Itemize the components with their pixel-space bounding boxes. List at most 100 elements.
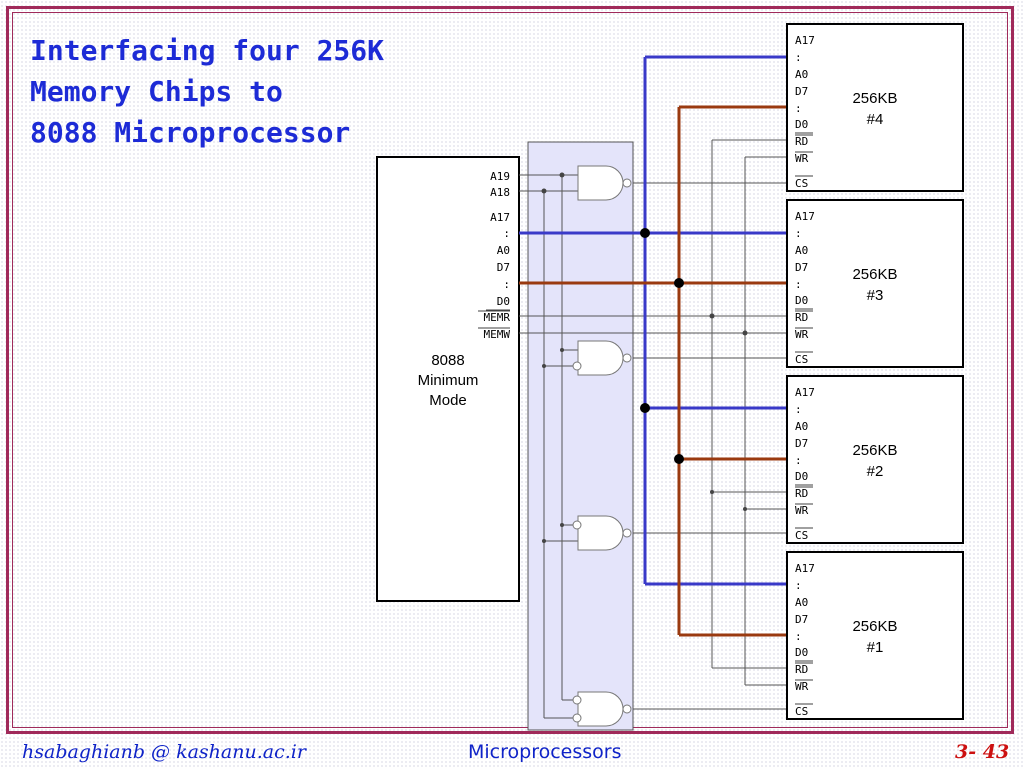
nand-gate-2-input-inverter [572, 520, 582, 530]
chip-3-pin-colon-1: : [795, 227, 802, 240]
junction-data-main [674, 278, 684, 288]
chip-4-pin-a0: A0 [795, 68, 808, 81]
cpu-label-line-2: Minimum [418, 372, 479, 389]
junction-data-2 [674, 454, 684, 464]
chip-4-pin-d0: D0 [795, 118, 808, 131]
chip-2-label-number: #2 [867, 463, 884, 480]
chip-3-pin-a0: A0 [795, 244, 808, 257]
chip-3-label-number: #3 [867, 287, 884, 304]
footer-author: hsabaghianb @ kashanu.ac.ir [22, 741, 306, 763]
chip-2-pin-colon-2: : [795, 454, 802, 467]
chip-4-pin-rd: RD [795, 135, 808, 148]
junction-a19-g3 [560, 348, 564, 352]
junction-memr [709, 313, 715, 319]
chip-1-pin-colon-1: : [795, 579, 802, 592]
chip-3-pin-rd: RD [795, 311, 808, 324]
cpu-label-line-1: 8088 [431, 352, 464, 369]
junction-a18-g2 [542, 539, 546, 543]
junction-address-2 [640, 403, 650, 413]
chip-4-pin-colon-2: : [795, 102, 802, 115]
chip-1-pin-a0: A0 [795, 596, 808, 609]
chip-3-label-size: 256KB [852, 266, 897, 283]
footer-page-number: 3- 43 [955, 741, 1010, 763]
cpu-pin-a19: A19 [490, 170, 510, 183]
title-line-1: Interfacing four 256K [30, 34, 385, 67]
nand-gate-1 [577, 691, 624, 727]
data-bus [519, 105, 790, 637]
bus-junctions [640, 228, 684, 464]
cpu-pin-colon-2: : [503, 278, 510, 291]
memory-chip-2: A17 : A0 D7 : D0 RD WR CS 256KB #2 [786, 375, 964, 544]
chip-1-pin-cs: CS [795, 705, 808, 718]
junction-memw [742, 330, 748, 336]
chip-1-pin-colon-2: : [795, 630, 802, 643]
cpu-box [376, 156, 520, 602]
chip-4-pin-colon-1: : [795, 51, 802, 64]
chip-4-pin-cs: CS [795, 177, 808, 190]
chip-2-pin-a17: A17 [795, 386, 815, 399]
chip-2-pin-d7: D7 [795, 437, 808, 450]
junction-wr-2 [743, 507, 747, 511]
inner-border [12, 12, 1008, 728]
junction-a18-g3 [542, 364, 546, 368]
chip-4-label-number: #4 [867, 111, 884, 128]
nand-gate-4 [577, 165, 624, 201]
chip-3-pin-colon-2: : [795, 278, 802, 291]
nand-gate-1-bubble [622, 704, 632, 714]
cpu-pin-memw: MEMW [484, 328, 511, 341]
chip-2-pin-wr: WR [795, 504, 809, 517]
chip-4-pin-a17: A17 [795, 34, 815, 47]
chip-2-pin-d0: D0 [795, 470, 808, 483]
nand-gate-3-bubble [622, 353, 632, 363]
circuit-diagram: A19 A18 A17 : A0 D7 : D0 MEMR MEMW 8088 … [376, 23, 964, 731]
cpu-pin-d7: D7 [497, 261, 510, 274]
cpu-pin-a0: A0 [497, 244, 510, 257]
chip-1-label-size: 256KB [852, 618, 897, 635]
cpu-block: A19 A18 A17 : A0 D7 : D0 MEMR MEMW 8088 … [376, 156, 520, 602]
chip-1-pin-d7: D7 [795, 613, 808, 626]
title-line-3: 8088 Microprocessor [30, 116, 351, 149]
chip-4-label-size: 256KB [852, 90, 897, 107]
control-wires [519, 139, 790, 719]
nand-gate-4-bubble [622, 178, 632, 188]
junction-rd-2 [710, 490, 714, 494]
nand-gates [572, 165, 632, 727]
chip-1-label-number: #1 [867, 639, 884, 656]
nand-gate-2 [577, 515, 624, 551]
chip-2-box [786, 375, 964, 544]
chip-3-pin-d0: D0 [795, 294, 808, 307]
footer-course: Microprocessors [468, 741, 622, 763]
cpu-pin-d0: D0 [497, 295, 510, 308]
chip-4-box [786, 23, 964, 192]
chip-1-pin-a17: A17 [795, 562, 815, 575]
chip-2-pin-rd: RD [795, 487, 808, 500]
chip-1-pin-wr: WR [795, 680, 809, 693]
chip-3-pin-a17: A17 [795, 210, 815, 223]
chip-3-pin-cs: CS [795, 353, 808, 366]
junction-a18 [541, 188, 547, 194]
junction-a19-g2 [560, 523, 564, 527]
cpu-pin-a18: A18 [490, 186, 510, 199]
chip-3-pin-d7: D7 [795, 261, 808, 274]
nand-gate-1-input-inverter-b [572, 713, 582, 723]
nand-gate-1-input-inverter-a [572, 695, 582, 705]
chip-2-pin-colon-1: : [795, 403, 802, 416]
chip-3-pin-wr: WR [795, 328, 809, 341]
chip-4-pin-d7: D7 [795, 85, 808, 98]
cpu-pin-memr: MEMR [484, 311, 511, 324]
chip-1-pin-rd: RD [795, 663, 808, 676]
cpu-label-line-3: Mode [429, 392, 467, 409]
chip-2-pin-a0: A0 [795, 420, 808, 433]
junction-address-main [640, 228, 650, 238]
chip-2-pin-cs: CS [795, 529, 808, 542]
chip-3-box [786, 199, 964, 368]
address-bus [519, 55, 790, 586]
memory-chip-4: A17 : A0 D7 : D0 RD WR CS 256KB #4 [786, 23, 964, 192]
chip-4-pin-wr: WR [795, 152, 809, 165]
chip-1-box [786, 551, 964, 720]
memory-chip-1: A17 : A0 D7 : D0 RD WR CS 256KB #1 [786, 551, 964, 720]
decoder-region [527, 141, 634, 731]
chip-2-label-size: 256KB [852, 442, 897, 459]
outer-border [6, 6, 1014, 734]
nand-gate-3-input-inverter [572, 361, 582, 371]
